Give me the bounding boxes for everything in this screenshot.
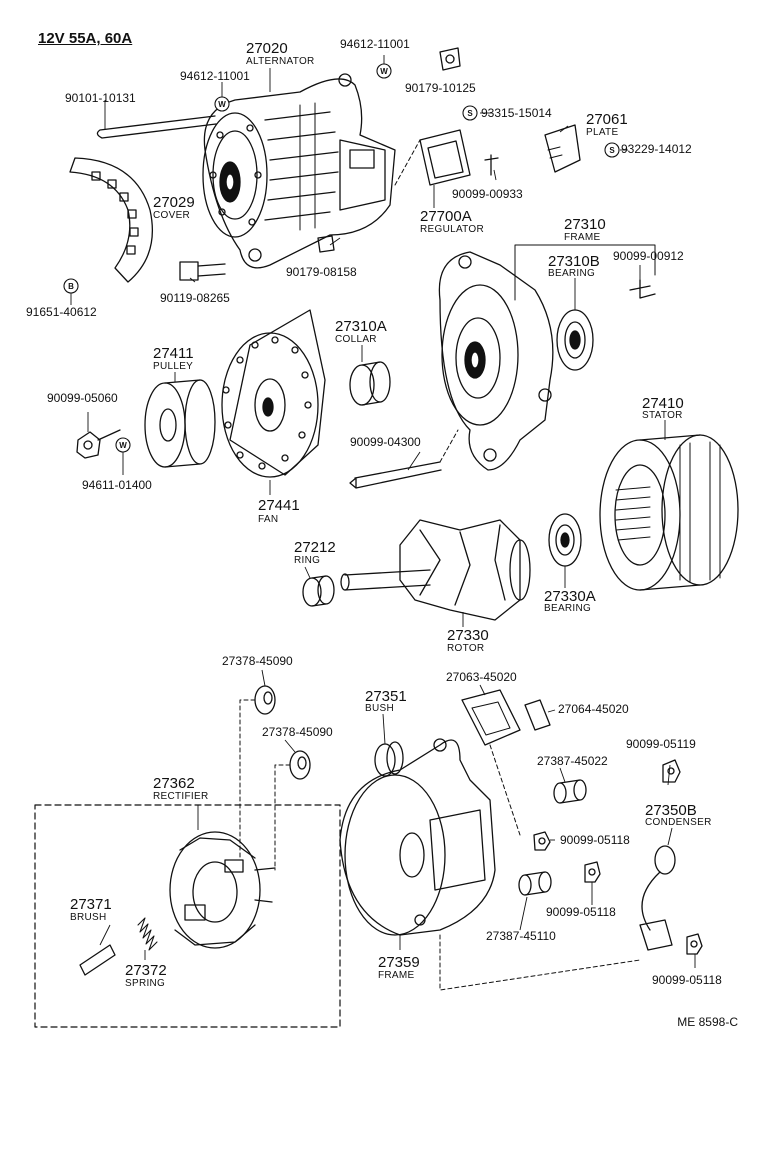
part-number: 27310A [335,318,387,335]
part-number: 27441 [258,497,300,514]
washer-27378-lower [289,750,311,780]
front-frame-part [438,251,554,471]
part-name: RING [294,555,321,566]
part-number-label: 27378-45090 [262,725,333,739]
washer-symbol: W [119,441,127,450]
part-name: CONDENSER [645,817,712,828]
part-name: BUSH [365,703,394,714]
front-bearing-part [556,309,594,371]
bush-part [374,741,404,777]
bolt-symbol: B [68,282,74,291]
washer-symbol: W [218,100,226,109]
part-number-label: 90099-00933 [452,187,523,201]
alternator-assembly [202,73,396,269]
part-number: 27351 [365,688,407,705]
part-name: PULLEY [153,361,194,372]
washer-27378-upper [254,685,276,715]
part-number: 27372 [125,962,167,979]
part-number-label: 90099-05119 [626,737,696,751]
part-name: PLATE [586,127,619,138]
part-number-label: 91651-40612 [26,305,97,319]
collar-part [349,361,391,406]
part-number-label: 90179-10125 [405,81,476,95]
plate-part [544,124,581,173]
part-number-label: 93315-15014 [481,106,552,120]
fan-part [221,309,326,478]
rectifier-part [169,831,276,949]
part-name: COLLAR [335,334,377,345]
spring-washer-symbol: S [467,109,473,118]
part-number-label: 94612-11001 [180,69,250,83]
part-name: BRUSH [70,912,107,923]
part-number-label: 90099-00912 [613,249,684,263]
part-name: RECTIFIER [153,791,209,802]
part-number-label: 90179-08158 [286,265,357,279]
part-name: COVER [153,210,191,221]
part-name: SPRING [125,978,166,989]
part-name: ROTOR [447,643,485,654]
part-name: BEARING [548,268,596,279]
part-number: 27410 [642,395,684,412]
rear-bearing-part [548,513,582,567]
through-bolt [96,115,217,139]
part-number: 27371 [70,896,112,913]
part-name: STATOR [642,410,683,421]
rear-frame-part [339,738,496,936]
holder-cover-part [524,699,551,731]
part-number-label: 93229-14012 [621,142,692,156]
rectifier-dashed-box [34,804,341,1028]
cover-part [69,157,153,283]
part-name: REGULATOR [420,224,485,235]
part-name: FRAME [564,232,601,243]
part-name: ALTERNATOR [246,56,315,67]
washer-symbol: W [380,67,388,76]
part-number-label: 27063-45020 [446,670,517,684]
part-number: 27362 [153,775,195,792]
regulator-part [419,129,471,186]
spring-part [137,917,158,951]
part-number: 27310 [564,216,606,233]
part-name: BEARING [544,603,592,614]
part-number-label: 90101-10131 [65,91,136,105]
part-number-label: 27064-45020 [558,702,629,716]
part-number-label: 27387-45022 [537,754,608,768]
pulley-part [144,379,216,468]
part-number-label: 90099-04300 [350,435,421,449]
part-number-label: 27387-45110 [486,929,556,943]
brush-part [79,944,116,976]
diagram-heading: 12V 55A, 60A [38,30,133,47]
part-number: 27359 [378,954,420,971]
rotor-part [340,519,531,621]
part-number-label: 90099-05118 [560,833,630,847]
stator-part [599,434,739,591]
diagram-code: ME 8598-C [677,1015,738,1029]
part-name: FRAME [378,970,415,981]
part-number-label: 90119-08265 [160,291,230,305]
part-number: 27330A [544,588,596,605]
part-name: FAN [258,514,279,525]
part-number: 27020 [246,40,288,57]
part-number: 27330 [447,627,489,644]
part-number: 27411 [153,345,194,362]
part-number-label: 27378-45090 [222,654,293,668]
part-number-label: 90099-05118 [652,973,722,987]
condenser-part [639,845,676,951]
part-number: 27350B [645,802,697,819]
brush-holder-part [461,689,521,746]
terminal-insulator-45022 [553,779,587,804]
ring-part [302,575,335,607]
part-number: 27700A [420,208,472,225]
part-number: 27061 [586,111,628,128]
part-number: 27212 [294,539,336,556]
part-number-label: 94611-01400 [82,478,152,492]
part-number: 27029 [153,194,195,211]
part-number-label: 90099-05118 [546,905,616,919]
part-number: 27310B [548,253,600,270]
spring-washer-symbol: S [609,146,615,155]
part-number-label: 90099-05060 [47,391,118,405]
terminal-insulator-45110 [518,871,552,896]
part-number-label: 94612-11001 [340,37,410,51]
